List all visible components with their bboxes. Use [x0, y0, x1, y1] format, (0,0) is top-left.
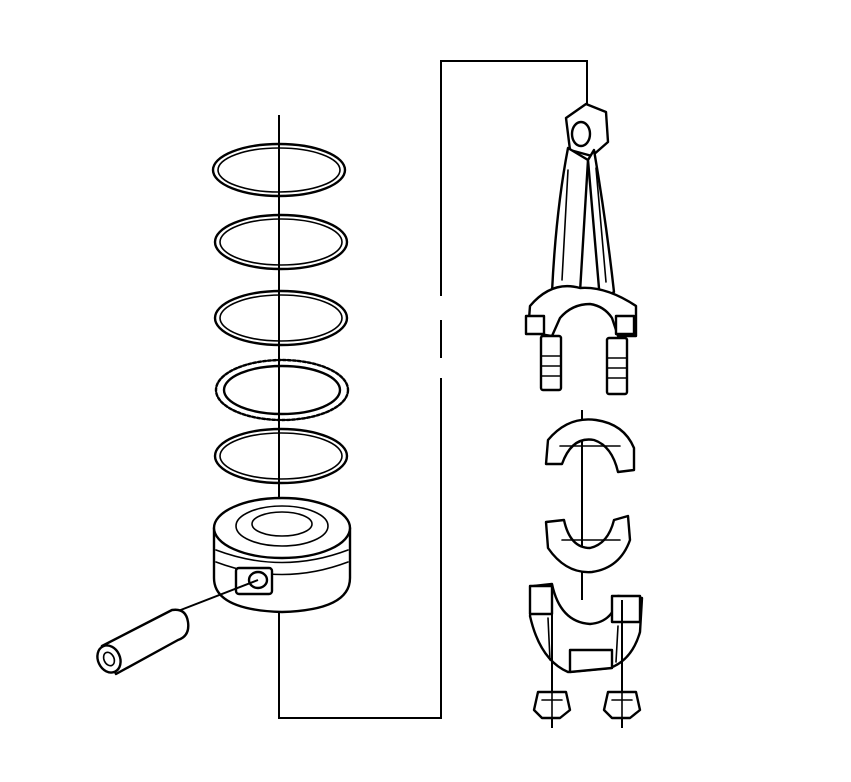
rod-nut-right: [602, 690, 642, 720]
piston-pin: [96, 608, 190, 676]
bearing-upper: [544, 418, 636, 474]
bearing-lower: [544, 514, 632, 574]
oil-ring-rail-upper: [213, 289, 349, 347]
rod-cap: [528, 582, 644, 674]
compression-ring-top: [211, 142, 347, 198]
piston: [212, 496, 352, 614]
connecting-rod: [524, 102, 638, 396]
compression-ring-second: [213, 213, 349, 271]
oil-ring-expander: [214, 358, 350, 422]
assembly-connector-line: [278, 60, 588, 719]
oil-ring-rail-lower: [213, 427, 349, 485]
rod-nut-left: [532, 690, 572, 720]
